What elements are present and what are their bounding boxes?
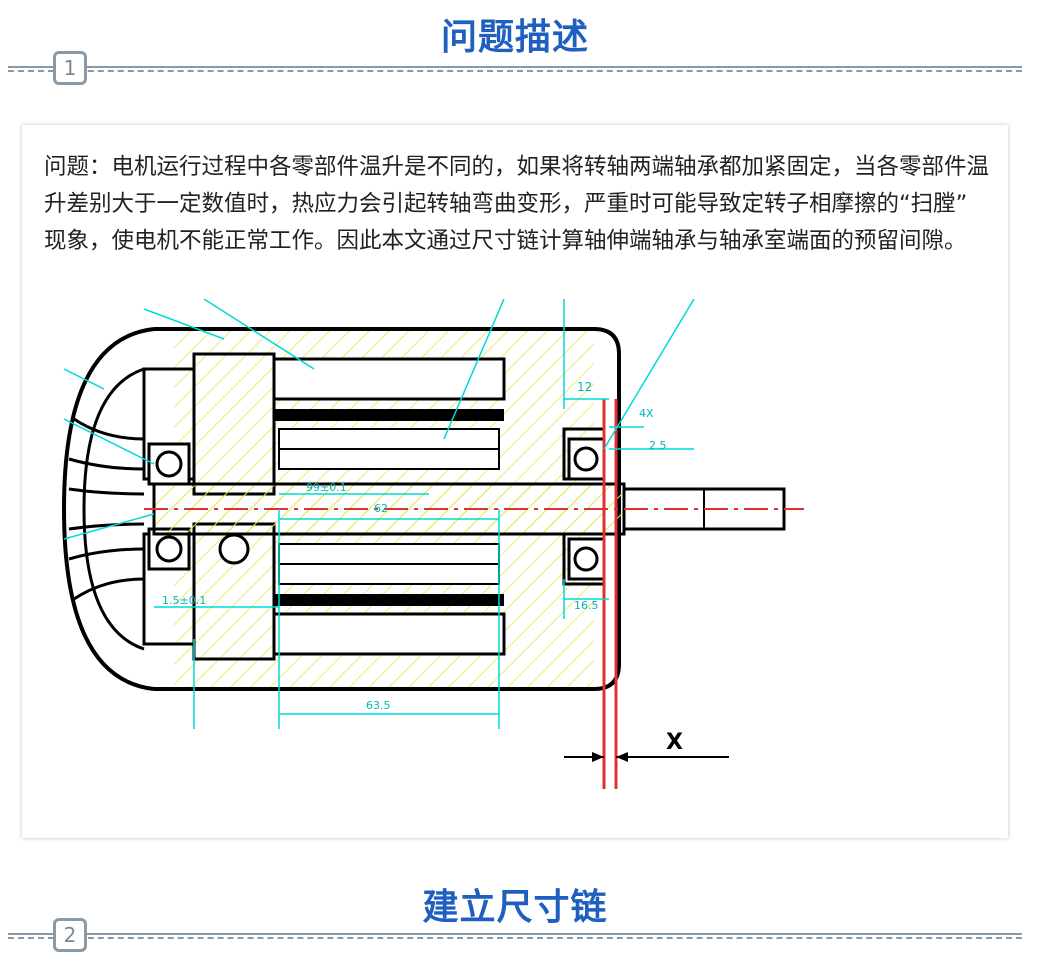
section-1-number-badge: 1 xyxy=(53,51,87,85)
bearing-right-top xyxy=(567,437,606,481)
section-1-divider xyxy=(8,66,1022,72)
end-cap-left xyxy=(61,327,155,691)
section-2-header: 建立尺寸链 2 xyxy=(0,870,1040,952)
section-2-divider xyxy=(8,933,1022,939)
leader-lines xyxy=(63,299,695,729)
dim-62: 62 xyxy=(374,502,388,515)
bearing-right-bottom xyxy=(567,537,606,581)
dim-63-5: 63.5 xyxy=(366,699,391,712)
dim-99: 99±0.1 xyxy=(306,481,347,494)
problem-description: 问题：电机运行过程中各零部件温升是不同的，如果将转轴两端轴承都加紧固定，当各零部… xyxy=(44,154,990,254)
gap-x-dimension: X xyxy=(564,730,729,762)
section-1-header: 问题描述 1 xyxy=(0,0,1040,85)
problem-card: 问题：电机运行过程中各零部件温升是不同的，如果将转轴两端轴承都加紧固定，当各零部… xyxy=(22,125,1008,838)
bearing-left-bottom xyxy=(147,527,191,571)
dim-2-5: 2.5 xyxy=(649,439,667,452)
section-2-title: 建立尺寸链 xyxy=(422,887,608,928)
section-2-number-badge: 2 xyxy=(53,918,87,952)
dim-4x: 4X xyxy=(639,407,654,420)
bearing-left-top xyxy=(147,442,191,486)
section-1-title: 问题描述 xyxy=(440,17,589,58)
dim-1-5: 1.5±0.1 xyxy=(162,594,206,607)
dim-12: 12 xyxy=(577,380,592,394)
dim-x-label: X xyxy=(666,730,683,755)
dim-16-5: 16.5 xyxy=(574,599,599,612)
motor-cross-section-drawing: 12 4X 2.5 99±0.1 62 1.5±0.1 16.5 63.5 X xyxy=(61,299,804,789)
